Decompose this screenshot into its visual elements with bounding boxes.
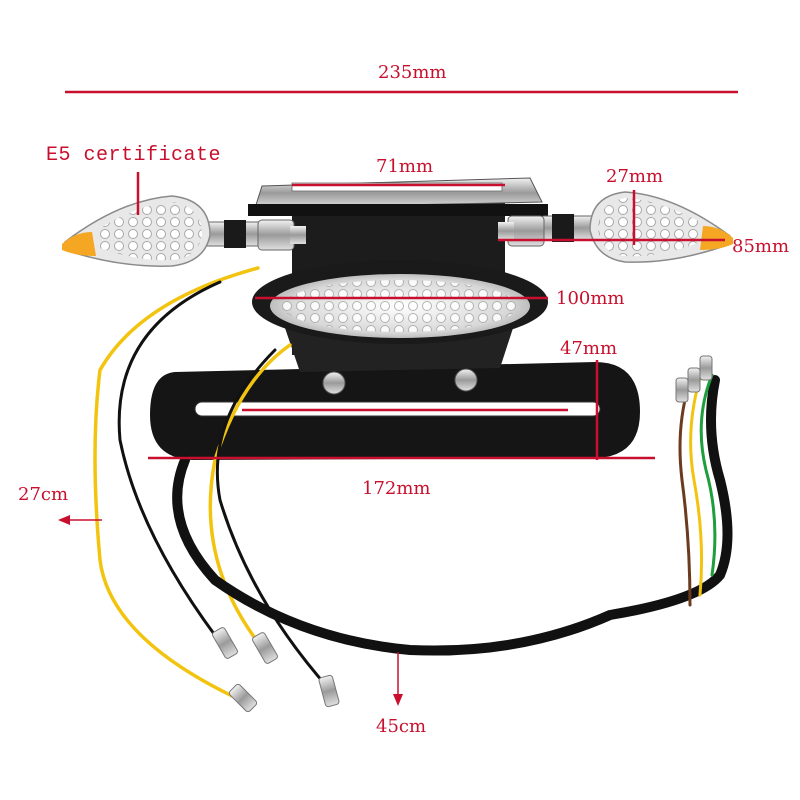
label-235mm: 235mm bbox=[378, 62, 447, 83]
label-71mm: 71mm bbox=[376, 156, 434, 177]
yellow-wire-right bbox=[689, 376, 704, 597]
brown-wire bbox=[678, 386, 692, 607]
label-85mm: 85mm bbox=[732, 236, 790, 257]
top-chrome-bracket bbox=[248, 177, 548, 216]
yellow-wire-tail bbox=[208, 343, 292, 647]
label-100mm: 100mm bbox=[556, 288, 625, 309]
bolt-right bbox=[454, 368, 478, 392]
wiring bbox=[93, 266, 733, 704]
black-wire-tail bbox=[215, 348, 332, 692]
green-wire bbox=[699, 373, 717, 577]
nut-left bbox=[257, 219, 295, 251]
right-indicator bbox=[589, 191, 733, 263]
label-45cm: 45cm bbox=[376, 716, 427, 737]
label-27cm: 27cm bbox=[18, 484, 69, 505]
main-cable bbox=[172, 375, 733, 656]
black-wire-left bbox=[117, 280, 232, 657]
connectors bbox=[212, 355, 713, 713]
label-e5-certificate: E5 certificate bbox=[46, 144, 222, 167]
left-indicator bbox=[62, 195, 211, 267]
label-172mm: 172mm bbox=[362, 478, 431, 499]
yellow-wire-left bbox=[93, 266, 260, 704]
dimension-lines bbox=[58, 90, 738, 706]
label-27mm: 27mm bbox=[606, 166, 664, 187]
bolt-left bbox=[322, 371, 346, 395]
label-47mm: 47mm bbox=[560, 338, 618, 359]
tail-lamp bbox=[252, 260, 548, 344]
